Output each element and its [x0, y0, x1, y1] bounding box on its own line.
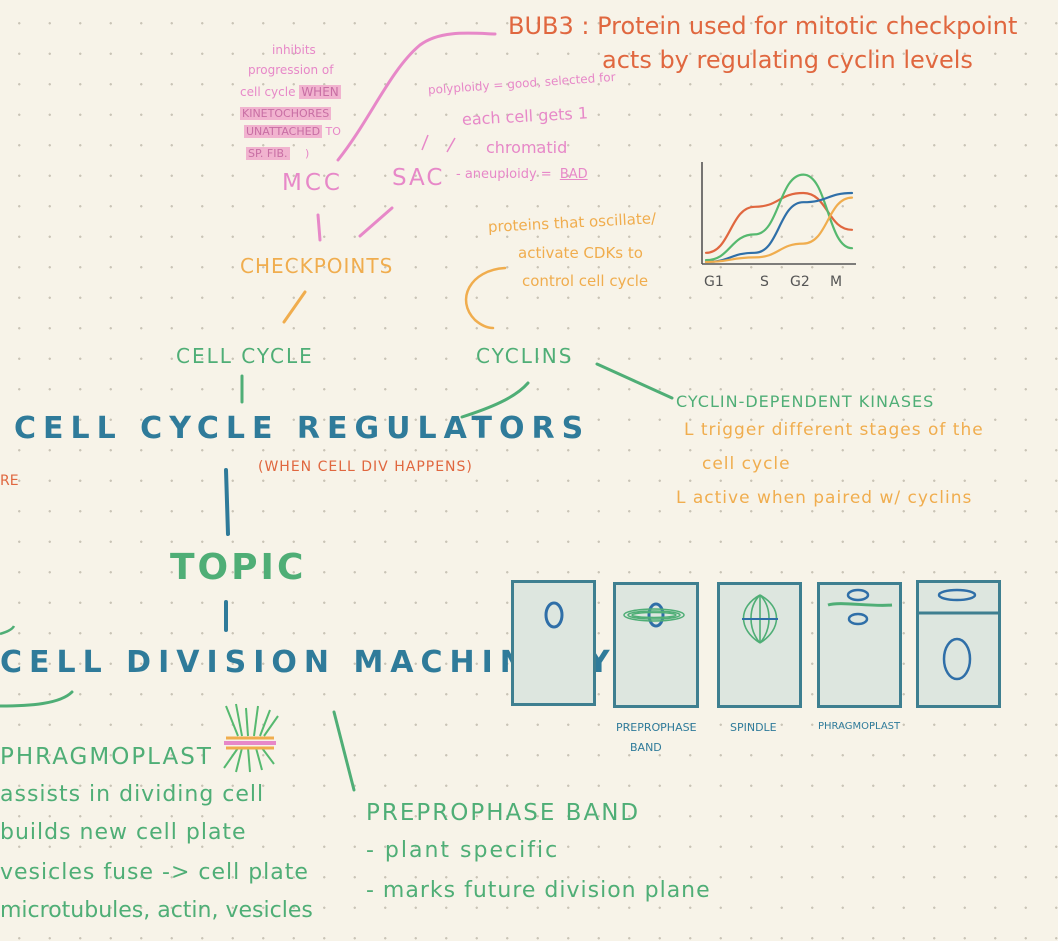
mcc-highlight-kinetochores-row: KINETOCHORES — [240, 107, 332, 120]
mcc-highlight-unattached-row: UNATTACHED TO — [244, 125, 341, 138]
daughter-nucleus-bottom — [847, 612, 869, 626]
cdk-title: CYCLIN-DEPENDENT KINASES — [676, 392, 935, 411]
phragmoplast-point-2: builds new cell plate — [0, 820, 247, 845]
mcc-highlight-kinetochores: KINETOCHORES — [240, 107, 332, 120]
cell-panel-daughter-cells — [916, 580, 1001, 708]
sac-to-checkpoints-line — [358, 206, 394, 238]
mcc-to-checkpoints-line — [316, 213, 322, 242]
checkpoints-to-cellcycle-line — [282, 290, 307, 324]
regulators-note: (WHEN CELL DIV HAPPENS) — [258, 459, 473, 475]
cyclin-curve-3 — [704, 191, 854, 264]
cell-division-machinery-heading: CELL DIVISION MACHINERY — [0, 645, 617, 680]
sac-label: SAC — [392, 165, 445, 191]
machinery-to-phragmoplast-line — [0, 690, 74, 708]
cell-cycle-regulators-heading: CELL CYCLE REGULATORS — [14, 411, 591, 446]
phragmoplast-point-1: assists in dividing cell — [0, 782, 265, 807]
sac-note-tick-2 — [446, 137, 456, 153]
panel-label-preprophase: PREPROPHASE — [616, 721, 697, 734]
mcc-highlight-when: WHEN — [299, 85, 341, 99]
ppb-point-1: - plant specific — [366, 838, 560, 863]
checkpoints-label: CHECKPOINTS — [240, 254, 394, 278]
nucleus-top — [937, 588, 977, 602]
machinery-to-ppb-line — [332, 710, 356, 792]
panel-label-phragmoplast: PHRAGMOPLAST — [818, 721, 901, 732]
phragmoplast-point-4: microtubules, actin, vesicles — [0, 898, 313, 923]
mcc-label: MCC — [282, 170, 343, 196]
daughter-nucleus-top — [846, 588, 870, 602]
sac-note-tick-1 — [421, 134, 429, 151]
cdk-point-1-cont: cell cycle — [702, 454, 791, 474]
sac-note-line-3: chromatid — [486, 138, 568, 157]
aneuploidy-text: - aneuploidy = — [456, 167, 552, 182]
mcc-note-line-3: cell cycle WHEN — [240, 85, 341, 99]
bub3-line-2: acts by regulating cyclin levels — [602, 46, 973, 74]
chart-tick-g1: G1 — [704, 274, 724, 290]
nucleus-shape — [647, 602, 665, 628]
cell-panel-preprophase-band — [613, 582, 699, 708]
cell-panel-spindle — [717, 582, 802, 708]
regulators-to-cyclins-line — [460, 381, 530, 419]
left-edge-fragment: RE — [0, 473, 19, 489]
chart-tick-m: M — [830, 274, 842, 290]
mcc-highlight-spfib-row: SP. FIB. ) — [246, 147, 310, 160]
phragmoplast-title: PHRAGMOPLAST — [0, 744, 213, 770]
cell-cycle-label: CELL CYCLE — [176, 344, 314, 368]
phragmoplast-point-3: vesicles fuse -> cell plate — [0, 860, 309, 885]
topic-heading: TOPIC — [170, 547, 307, 588]
mcc-note-line-1: inhibits — [272, 43, 316, 57]
chart-series-group — [704, 173, 854, 264]
aneuploidy-note: - aneuploidy = BAD — [456, 168, 588, 181]
cyclin-level-chart: G1 S G2 M — [701, 162, 856, 290]
mcc-note-line-2: progression of — [248, 63, 334, 77]
panel-label-spindle: SPINDLE — [730, 721, 777, 734]
cell-panel-phragmoplast — [817, 582, 902, 708]
cyclins-note-line-2: activate CDKs to — [518, 244, 643, 262]
left-bracket-top — [0, 625, 16, 636]
panel-label-band: BAND — [630, 741, 662, 754]
cdk-point-2: L active when paired w/ cyclins — [676, 488, 973, 508]
aneuploidy-bad: BAD — [559, 167, 588, 182]
mcc-highlight-to: TO — [325, 125, 341, 138]
cell-panel-interphase — [511, 580, 596, 706]
mcc-highlight-spfib: SP. FIB. — [246, 147, 290, 160]
nucleus-shape — [544, 601, 564, 629]
regulators-to-topic-line — [224, 468, 230, 536]
ppb-title: PREPROPHASE BAND — [366, 800, 641, 826]
cyclins-to-cdk-line — [595, 362, 674, 400]
mcc-note-paren: ) — [305, 147, 310, 160]
mcc-to-bub3-line — [336, 31, 497, 162]
cyclins-note-line-3: control cell cycle — [522, 272, 649, 290]
ppb-band-shape — [623, 608, 685, 622]
mcc-highlight-unattached: UNATTACHED — [244, 125, 323, 138]
bub3-line-1: BUB3 : Protein used for mitotic checkpoi… — [508, 12, 1018, 40]
ppb-point-2: - marks future division plane — [366, 878, 711, 903]
cyclins-note-bracket — [464, 266, 507, 330]
chart-tick-g2: G2 — [790, 274, 810, 290]
mcc-note-text: cell cycle — [240, 85, 296, 99]
chart-tick-s: S — [760, 274, 769, 290]
cyclins-label: CYCLINS — [476, 344, 574, 368]
nucleus-bottom — [942, 637, 972, 681]
phragmoplast-sketch-icon — [223, 703, 279, 773]
cyclin-curve-4 — [704, 196, 854, 264]
cdk-point-1: L trigger different stages of the — [684, 420, 984, 440]
